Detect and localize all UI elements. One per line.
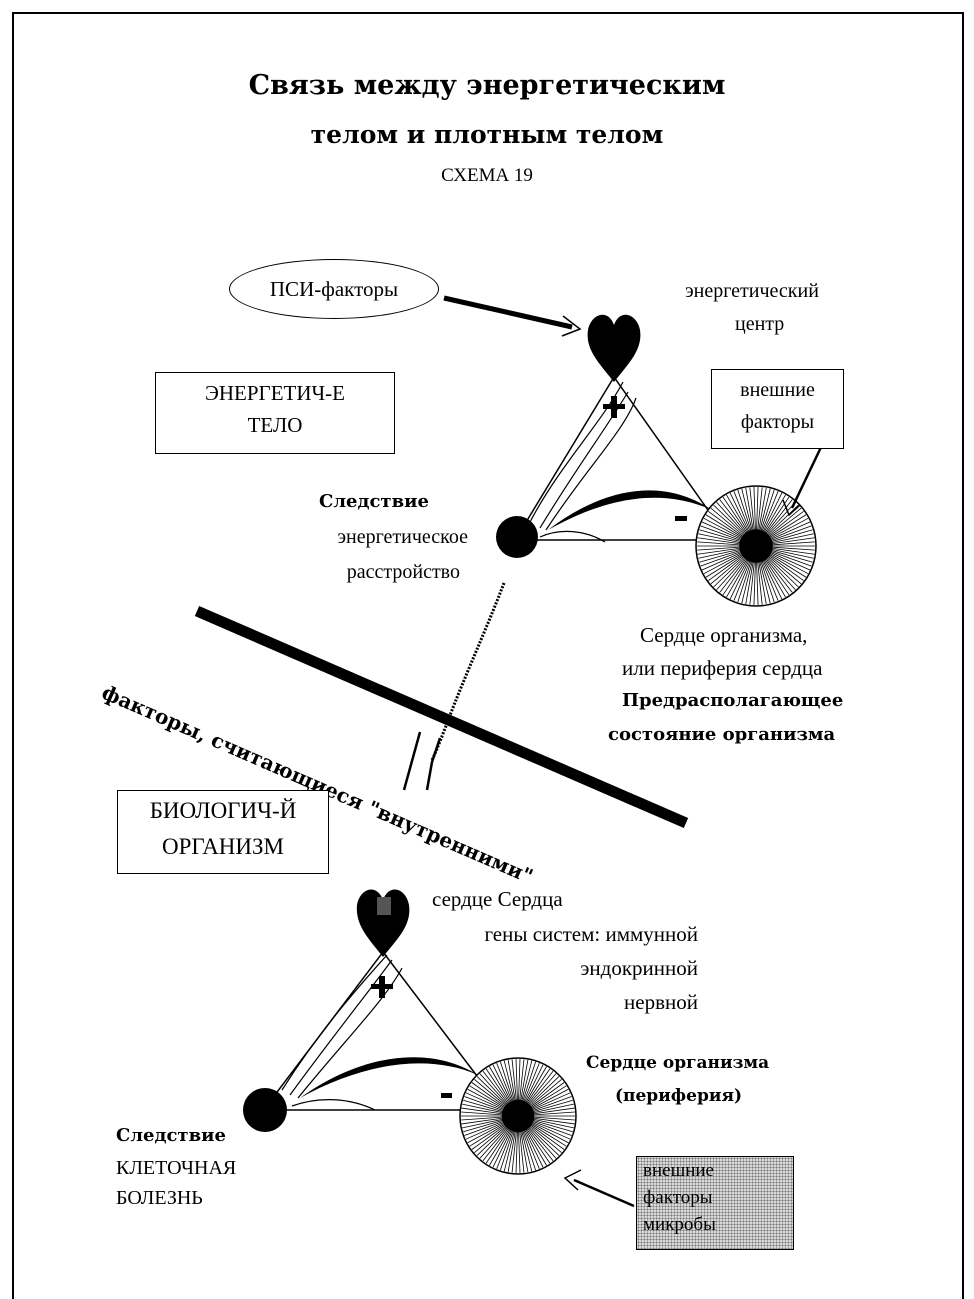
top-plus-v xyxy=(611,396,617,418)
external-factors-line-1: внешние xyxy=(740,379,815,401)
bottom-curve-3 xyxy=(281,954,388,1091)
energy-center-line-2: центр xyxy=(735,313,785,335)
top-curve-2 xyxy=(545,397,637,531)
top-heart-shape xyxy=(587,314,641,382)
separator-graphics xyxy=(194,582,689,829)
bottom-plus-v xyxy=(379,976,385,998)
genes-line-2: эндокринной xyxy=(580,956,698,980)
top-organism-heart-line-4: состояние организма xyxy=(608,724,836,745)
top-psi-arrow-line xyxy=(443,295,573,330)
bottom-lower-arc xyxy=(291,1099,376,1111)
bottom-consequence-dot xyxy=(243,1088,287,1132)
top-triangle-right-edge xyxy=(613,376,716,521)
top-consequence-line-2: расстройство xyxy=(346,561,460,583)
top-starburst xyxy=(695,485,817,607)
top-psi-arrowhead xyxy=(561,315,582,337)
energy-body-line-2: ТЕЛО xyxy=(247,413,303,437)
psi-factors-oval: ПСИ-факторы xyxy=(229,259,439,319)
genes-line-1: гены систем: иммунной xyxy=(484,922,698,946)
bottom-external-line-2: факторы xyxy=(643,1187,713,1208)
top-organism-heart-line-3: Предрасполагающее xyxy=(622,690,844,711)
top-organism-heart-line-1: Сердце организма, xyxy=(640,623,808,647)
bottom-heart-inner xyxy=(377,897,391,915)
top-external-arrow-line xyxy=(790,442,825,509)
energy-center-line-1: энергетический xyxy=(685,280,819,302)
bottom-consequence-title: Следствие xyxy=(116,1125,226,1146)
top-consequence-line-1: энергетическое xyxy=(337,526,468,548)
genes-line-3: нервной xyxy=(624,990,698,1014)
bio-organism-line-2: ОРГАНИЗМ xyxy=(162,834,284,859)
bottom-consequence-line-1: КЛЕТОЧНАЯ xyxy=(116,1157,237,1179)
external-factors-line-2: факторы xyxy=(740,411,815,433)
title-line-1: Связь между энергетическим xyxy=(248,70,726,101)
top-external-arrowhead xyxy=(782,499,801,517)
top-scheme-graphics xyxy=(443,295,825,607)
title-line-2: телом и плотным телом xyxy=(310,120,664,149)
bio-organism-box: БИОЛОГИЧ-Й ОРГАНИЗМ xyxy=(117,790,329,874)
starburst-core xyxy=(501,1099,535,1133)
thick-diagonal-separator xyxy=(194,605,689,829)
bottom-consequence-line-2: БОЛЕЗНЬ xyxy=(116,1187,203,1209)
top-thick-arc xyxy=(548,490,712,530)
bottom-organism-heart-line-1: Сердце организма xyxy=(586,1053,770,1073)
bottom-minus xyxy=(441,1093,452,1098)
starburst-core xyxy=(739,529,773,563)
bottom-external-line-1: внешние xyxy=(643,1160,714,1181)
bottom-organism-heart-line-2: (периферия) xyxy=(615,1086,743,1106)
external-factors-box: внешние факторы xyxy=(711,369,844,449)
bottom-heart-shape xyxy=(356,889,410,957)
bottom-external-arrowhead xyxy=(563,1169,582,1191)
energy-body-box: ЭНЕРГЕТИЧ-Е ТЕЛО xyxy=(155,372,395,454)
page-frame xyxy=(12,12,964,1299)
bottom-external-line-3: микробы xyxy=(643,1214,716,1235)
bottom-starburst xyxy=(459,1057,577,1175)
bottom-external-arrow-line xyxy=(573,1178,635,1208)
top-consequence-title: Следствие xyxy=(319,491,429,512)
bottom-curve-1 xyxy=(289,959,393,1096)
top-triangle-left-edge xyxy=(516,376,615,538)
top-lower-arc xyxy=(539,530,606,543)
energy-body-line-1: ЭНЕРГЕТИЧ-Е xyxy=(205,381,345,405)
top-minus xyxy=(675,516,687,521)
top-organism-heart-line-2: или периферия сердца xyxy=(622,656,823,680)
top-consequence-dot xyxy=(496,516,538,558)
scheme-number: СХЕМА 19 xyxy=(441,165,533,186)
connection-arrow-right xyxy=(425,737,442,791)
connection-arrow-left xyxy=(402,731,422,791)
bottom-thick-arc xyxy=(300,1057,478,1098)
psi-factors-label: ПСИ-факторы xyxy=(269,277,399,301)
bio-organism-line-1: БИОЛОГИЧ-Й xyxy=(149,798,297,823)
bottom-heart-label: сердце Сердца xyxy=(432,887,563,911)
bottom-scheme-graphics xyxy=(243,889,635,1208)
bottom-curve-2 xyxy=(297,967,403,1099)
bottom-external-factors-box: внешние факторы микробы xyxy=(636,1156,794,1250)
